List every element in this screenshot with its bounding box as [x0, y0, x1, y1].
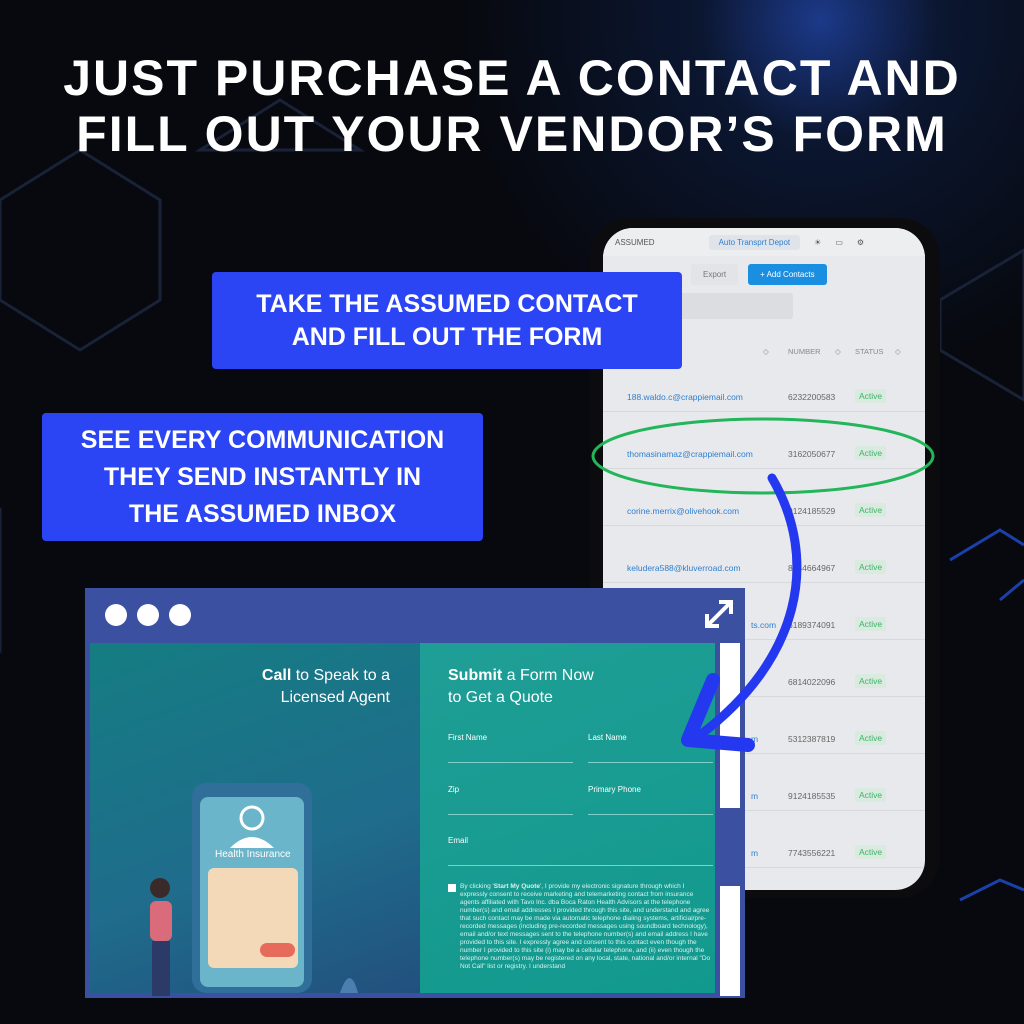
- scrollbar[interactable]: [720, 886, 740, 996]
- contact-email[interactable]: corine.merrix@olivehook.com: [627, 506, 740, 516]
- contact-number: 9124185535: [788, 791, 836, 801]
- consent-part: ', I provide my electronic signature thr…: [460, 883, 711, 970]
- field-label: First Name: [448, 733, 488, 742]
- callout-see-communication: SEE EVERY COMMUNICATION THEY SEND INSTAN…: [42, 413, 483, 541]
- status-badge: Active: [855, 674, 887, 688]
- app-logo: ASSUMED: [615, 237, 655, 247]
- headline-line: JUST PURCHASE A CONTACT AND: [63, 50, 961, 106]
- contact-email[interactable]: m: [751, 791, 759, 801]
- call-panel: Call to Speak to a Licensed Agent Health…: [90, 643, 420, 996]
- scrollbar[interactable]: [720, 643, 740, 808]
- app-topbar: ASSUMED Auto Transprt Depot ☀ ▭ ⚙: [603, 228, 925, 256]
- contact-number: 6814022096: [788, 677, 836, 687]
- column-status[interactable]: STATUS: [855, 347, 884, 356]
- contact-email[interactable]: thomasinamaz@crappiemail.com: [627, 449, 753, 459]
- call-bold: Call: [261, 667, 292, 684]
- contact-email[interactable]: m: [751, 734, 759, 744]
- callout-text: SEE EVERY COMMUNICATION: [80, 425, 445, 454]
- window-dot[interactable]: [169, 604, 191, 626]
- sun-icon[interactable]: ☀: [814, 237, 822, 247]
- field-label: Email: [448, 836, 469, 845]
- consent-part: By clicking ': [460, 883, 494, 890]
- zip-field[interactable]: Zip: [448, 785, 573, 815]
- contact-number: 6232200583: [788, 392, 836, 402]
- expand-icon[interactable]: [703, 598, 735, 630]
- contact-email[interactable]: m: [751, 848, 759, 858]
- contact-row[interactable]: thomasinamaz@crappiemail.com 3162050677 Ac…: [603, 446, 925, 469]
- contact-email[interactable]: ts.com: [751, 620, 777, 630]
- workspace-selector[interactable]: Auto Transprt Depot: [708, 234, 801, 250]
- callout-text: AND FILL OUT THE FORM: [291, 322, 603, 351]
- contact-number: 5312387819: [788, 734, 836, 744]
- contact-number: 7743556221: [788, 848, 836, 858]
- contact-number: 9124185529: [788, 506, 836, 516]
- field-label: Zip: [448, 785, 460, 794]
- call-text: Licensed Agent: [280, 689, 390, 706]
- contact-row[interactable]: m 9124185535 Active: [603, 788, 925, 811]
- window-controls: [105, 604, 191, 626]
- status-badge: Active: [855, 617, 887, 631]
- health-insurance-illustration: [150, 783, 358, 996]
- quote-form: Submit a Form Now to Get a Quote First N…: [420, 643, 715, 993]
- contact-number: 6189374091: [788, 620, 836, 630]
- submit-bold: Submit: [448, 667, 503, 684]
- callout-text: TAKE THE ASSUMED CONTACT: [256, 289, 638, 318]
- column-number[interactable]: NUMBER: [788, 347, 821, 356]
- headline-line: FILL OUT YOUR VENDOR’S FORM: [76, 106, 948, 162]
- consent-text: By clicking 'Start My Quote', I provide …: [448, 883, 713, 971]
- contact-number: 3162050677: [788, 449, 836, 459]
- gear-icon[interactable]: ⚙: [856, 237, 865, 247]
- status-badge: Active: [855, 503, 887, 517]
- illustration-label: Health Insurance: [215, 849, 291, 860]
- call-heading: Call to Speak to a Licensed Agent: [262, 665, 390, 709]
- callout-take-contact: TAKE THE ASSUMED CONTACT AND FILL OUT TH…: [212, 272, 682, 369]
- contact-number: 8744664967: [788, 563, 836, 573]
- last-name-field[interactable]: Last Name: [588, 733, 713, 763]
- browser-window: Call to Speak to a Licensed Agent Health…: [85, 588, 745, 998]
- status-badge: Active: [855, 446, 887, 460]
- status-badge: Active: [855, 560, 887, 574]
- status-badge: Active: [855, 845, 887, 859]
- status-badge: Active: [855, 389, 887, 403]
- submit-text: to Get a Quote: [448, 689, 553, 706]
- status-badge: Active: [855, 788, 887, 802]
- contact-row[interactable]: corine.merrix@olivehook.com 9124185529 Act…: [603, 503, 925, 526]
- contact-email[interactable]: 188.waldo.c@crappiemail.com: [627, 392, 743, 402]
- submit-heading: Submit a Form Now to Get a Quote: [448, 665, 594, 709]
- consent-bold: Start My Quote: [493, 883, 540, 890]
- submit-text: a Form Now: [502, 667, 594, 684]
- export-button[interactable]: Export: [691, 264, 739, 285]
- sort-icon[interactable]: ◇: [895, 347, 901, 356]
- callout-text: THE ASSUMED INBOX: [128, 499, 397, 528]
- contact-row[interactable]: 188.waldo.c@crappiemail.com 6232200583 Act…: [603, 389, 925, 412]
- status-badge: Active: [855, 731, 887, 745]
- call-text: to Speak to a: [291, 667, 390, 684]
- window-dot[interactable]: [105, 604, 127, 626]
- sort-icon[interactable]: ◇: [763, 347, 769, 356]
- field-label: Last Name: [588, 733, 627, 742]
- contact-email[interactable]: keludera588@kluverroad.com: [627, 563, 741, 573]
- first-name-field[interactable]: First Name: [448, 733, 573, 763]
- window-dot[interactable]: [137, 604, 159, 626]
- email-field[interactable]: Email: [448, 836, 713, 866]
- contact-row[interactable]: m 7743556221 Active: [603, 845, 925, 868]
- primary-phone-field[interactable]: Primary Phone: [588, 785, 713, 815]
- field-label: Primary Phone: [588, 785, 641, 794]
- add-contacts-button[interactable]: + Add Contacts: [748, 264, 827, 285]
- headline: JUST PURCHASE A CONTACT AND FILL OUT YOU…: [0, 50, 1024, 162]
- sort-icon[interactable]: ◇: [835, 347, 841, 356]
- callout-text: THEY SEND INSTANTLY IN: [103, 462, 422, 491]
- consent-checkbox[interactable]: [448, 884, 456, 892]
- cart-icon[interactable]: ▭: [835, 237, 843, 247]
- contact-row[interactable]: keludera588@kluverroad.com 8744664967 Acti…: [603, 560, 925, 583]
